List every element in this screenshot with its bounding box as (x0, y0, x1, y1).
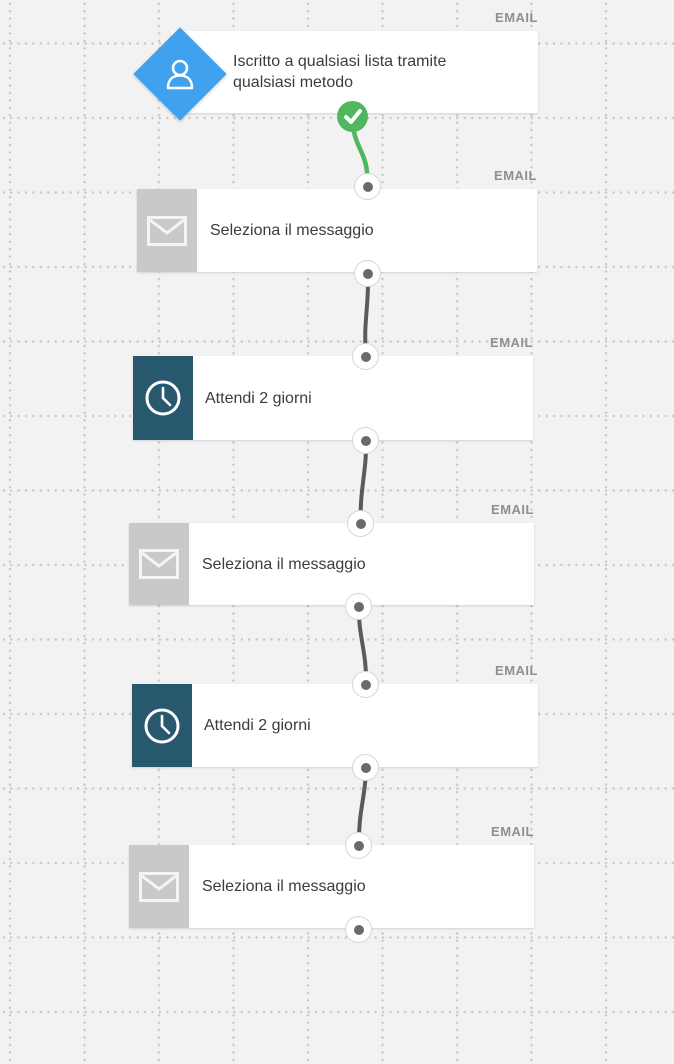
category-label: EMAIL (491, 502, 534, 517)
category-label: EMAIL (491, 824, 534, 839)
connector-dot (355, 518, 366, 529)
wait-card[interactable]: Attendi 2 giorni (133, 356, 533, 440)
connector-dot (362, 268, 373, 279)
email-card[interactable]: Seleziona il messaggio (129, 845, 534, 928)
connector-dot (360, 351, 371, 362)
trigger-title: Iscritto a qualsiasi lista tramite quals… (233, 53, 447, 91)
connector-handle[interactable] (352, 754, 379, 781)
connector-handle[interactable] (345, 832, 372, 859)
connector-dot (360, 762, 371, 773)
wait-iconbox (133, 356, 193, 440)
clock-icon (145, 380, 181, 416)
email-title: Seleziona il messaggio (202, 878, 366, 895)
connector-handle[interactable] (352, 671, 379, 698)
connector-dot (360, 679, 371, 690)
connector-handle[interactable] (352, 343, 379, 370)
node-email-1: EMAIL Seleziona il messaggio (137, 168, 537, 272)
envelope-icon (139, 871, 179, 902)
email-card[interactable]: Seleziona il messaggio (129, 523, 534, 605)
node-wait-2: EMAIL Attendi 2 giorni (132, 663, 538, 767)
category-label: EMAIL (495, 663, 538, 678)
node-trigger: EMAIL Iscritto a qualsiasi lista tramite… (171, 10, 538, 113)
envelope-icon (139, 549, 179, 579)
connector-dot (362, 181, 373, 192)
email-card[interactable]: Seleziona il messaggio (137, 189, 537, 272)
user-icon (166, 59, 194, 90)
connector-handle[interactable] (345, 916, 372, 943)
node-email-2: EMAIL Seleziona il messaggio (129, 502, 534, 605)
email-title: Seleziona il messaggio (210, 222, 374, 239)
status-completed-badge (337, 101, 368, 132)
connector-dot (353, 840, 364, 851)
trigger-card[interactable]: Iscritto a qualsiasi lista tramite quals… (171, 31, 538, 113)
email-title: Seleziona il messaggio (202, 555, 366, 573)
connector-handle[interactable] (347, 510, 374, 537)
check-icon (344, 109, 362, 124)
category-label: EMAIL (494, 168, 537, 183)
connector-dot (353, 601, 364, 612)
connector-dot (360, 435, 371, 446)
connector-handle[interactable] (354, 260, 381, 287)
connector-handle[interactable] (352, 427, 379, 454)
email-iconbox (129, 845, 189, 928)
node-wait-1: EMAIL Attendi 2 giorni (133, 335, 533, 440)
wait-title: Attendi 2 giorni (204, 717, 311, 734)
clock-icon (144, 708, 180, 743)
envelope-icon (147, 215, 187, 246)
email-iconbox (129, 523, 189, 605)
node-email-3: EMAIL Seleziona il messaggio (129, 824, 534, 928)
category-label: EMAIL (490, 335, 533, 350)
category-label: EMAIL (495, 10, 538, 25)
wait-iconbox (132, 684, 192, 767)
email-iconbox (137, 189, 197, 272)
wait-card[interactable]: Attendi 2 giorni (132, 684, 538, 767)
trigger-diamond[interactable] (133, 27, 227, 121)
connector-dot (353, 924, 364, 935)
connector-handle[interactable] (345, 593, 372, 620)
wait-title: Attendi 2 giorni (205, 389, 312, 407)
connector-handle[interactable] (354, 173, 381, 200)
